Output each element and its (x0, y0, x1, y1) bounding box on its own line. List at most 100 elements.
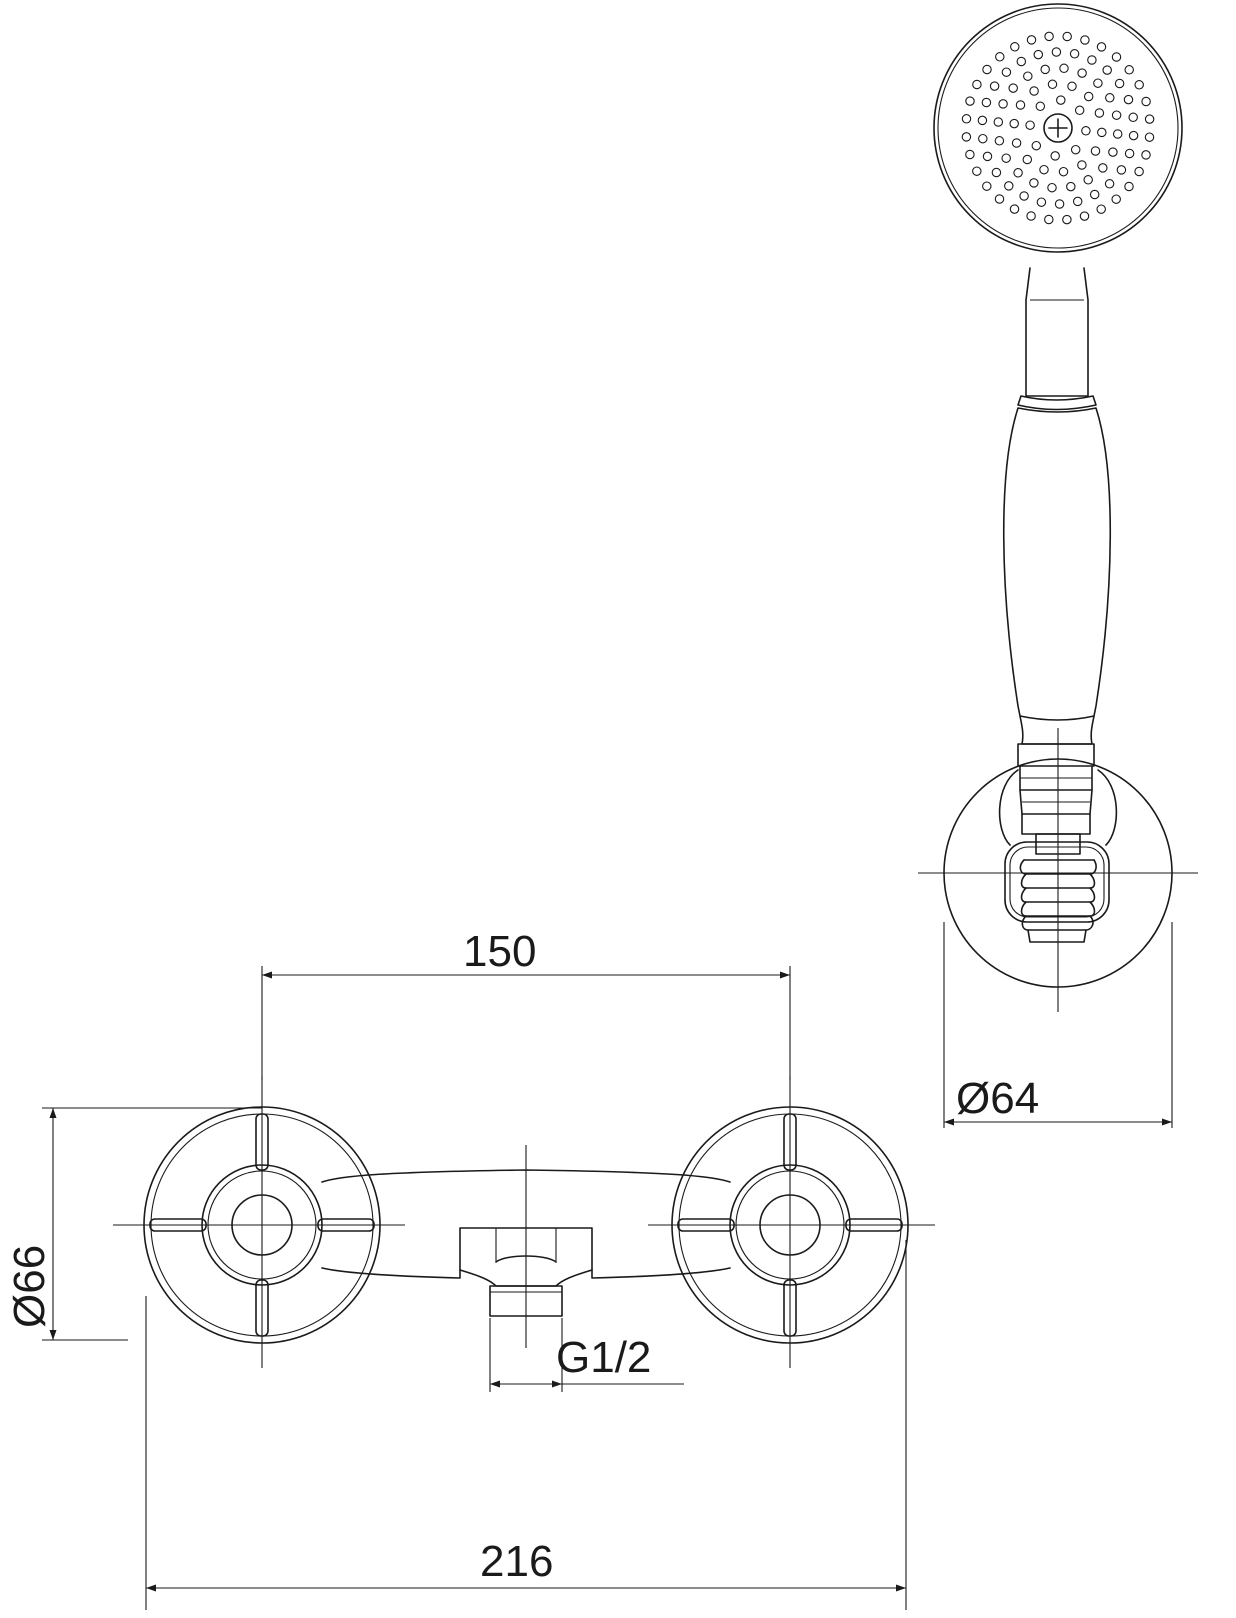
nozzle (1093, 78, 1103, 88)
nozzle (998, 99, 1008, 109)
nozzle (1116, 165, 1127, 175)
nozzle (965, 149, 975, 160)
label-overall-width: 216 (480, 1537, 553, 1586)
nozzle (1080, 35, 1090, 45)
nozzle (993, 117, 1004, 127)
nozzle (1108, 147, 1118, 157)
label-outlet-thread: G1/2 (556, 1333, 651, 1382)
nozzle (1123, 94, 1134, 105)
nozzle (1009, 118, 1019, 129)
nozzle (1089, 189, 1100, 200)
nozzle (1010, 42, 1020, 52)
nozzle (982, 181, 992, 191)
nozzle (1096, 42, 1107, 52)
nozzle (1102, 65, 1112, 75)
nozzle (1047, 182, 1057, 193)
nozzle (1105, 93, 1115, 103)
nozzle (1112, 129, 1123, 139)
shower-connector (1017, 743, 1095, 767)
dim-hand-shower-diameter: Ø64 (943, 922, 1173, 1128)
nozzle (982, 151, 993, 162)
nozzle (1001, 153, 1011, 163)
nozzle (1128, 130, 1139, 141)
nozzle (1087, 55, 1097, 65)
nozzle (972, 166, 982, 176)
nozzle (1016, 56, 1027, 67)
nozzle (1128, 112, 1138, 123)
nozzle (1059, 63, 1069, 74)
nozzle (1011, 138, 1022, 148)
nozzle (1094, 108, 1105, 118)
nozzle (981, 97, 992, 108)
nozzle (1058, 166, 1069, 177)
nozzle (1039, 164, 1049, 175)
nozzle (1050, 151, 1060, 161)
nozzle (1033, 49, 1044, 60)
label-rosette-diameter: Ø66 (5, 1245, 54, 1328)
shower-head (933, 3, 1183, 253)
nozzle (1111, 110, 1122, 120)
nozzle (1144, 132, 1155, 142)
nozzle (1144, 114, 1155, 124)
nozzle (1111, 52, 1122, 62)
nozzle (977, 115, 988, 126)
nozzle (1114, 78, 1125, 89)
nozzle (1070, 144, 1081, 155)
nozzle (995, 52, 1005, 62)
nozzle (1077, 160, 1087, 170)
nozzle (1004, 181, 1014, 191)
nozzle (1069, 49, 1080, 59)
nozzle (1124, 148, 1135, 159)
nozzle (1025, 120, 1035, 130)
dim-centers-distance: 150 (261, 927, 791, 1080)
dim-overall-width: 216 (145, 1240, 907, 1610)
nozzle (1124, 65, 1134, 75)
nozzle (978, 133, 988, 144)
dim-outlet-thread: G1/2 (489, 1318, 684, 1392)
nozzle (1072, 196, 1083, 207)
nozzle (1062, 31, 1072, 42)
nozzle (1054, 199, 1065, 209)
nozzle (1001, 67, 1012, 77)
nozzle (1083, 91, 1094, 102)
nozzle (991, 167, 1002, 178)
nozzle (1040, 64, 1050, 75)
nozzle (965, 96, 975, 106)
nozzle (1044, 31, 1054, 42)
nozzle (1036, 197, 1047, 207)
nozzle (1056, 95, 1066, 105)
nozzle (1097, 127, 1107, 138)
nozzle (1035, 101, 1046, 112)
nozzle (1096, 204, 1106, 214)
bar-mixer (113, 1076, 935, 1368)
nozzle (1023, 71, 1033, 81)
nozzle (1019, 191, 1029, 201)
shower-nozzles (961, 31, 1155, 225)
nozzle (994, 136, 1005, 146)
nozzle (1090, 146, 1101, 156)
nozzle (1066, 181, 1076, 192)
nozzle (1031, 140, 1042, 151)
nozzle (1044, 214, 1054, 225)
nozzle (1098, 163, 1108, 173)
nozzle (1015, 100, 1026, 110)
nozzle (1111, 194, 1121, 204)
shower-neck (1025, 267, 1089, 397)
nozzle (1008, 83, 1018, 93)
shower-handle (1002, 407, 1112, 721)
nozzle (1029, 178, 1039, 188)
nozzle (1124, 181, 1134, 192)
nozzle (989, 81, 1000, 91)
nozzle (1067, 81, 1077, 92)
nozzle (1009, 204, 1020, 214)
nozzle (1051, 47, 1062, 57)
nozzle (1083, 175, 1093, 185)
nozzle (994, 194, 1005, 204)
nozzle (1077, 68, 1087, 78)
nozzle (1062, 214, 1072, 225)
label-centers-distance: 150 (463, 927, 536, 976)
nozzle (972, 79, 982, 90)
nozzle (1081, 126, 1091, 136)
nozzle (1013, 168, 1023, 178)
